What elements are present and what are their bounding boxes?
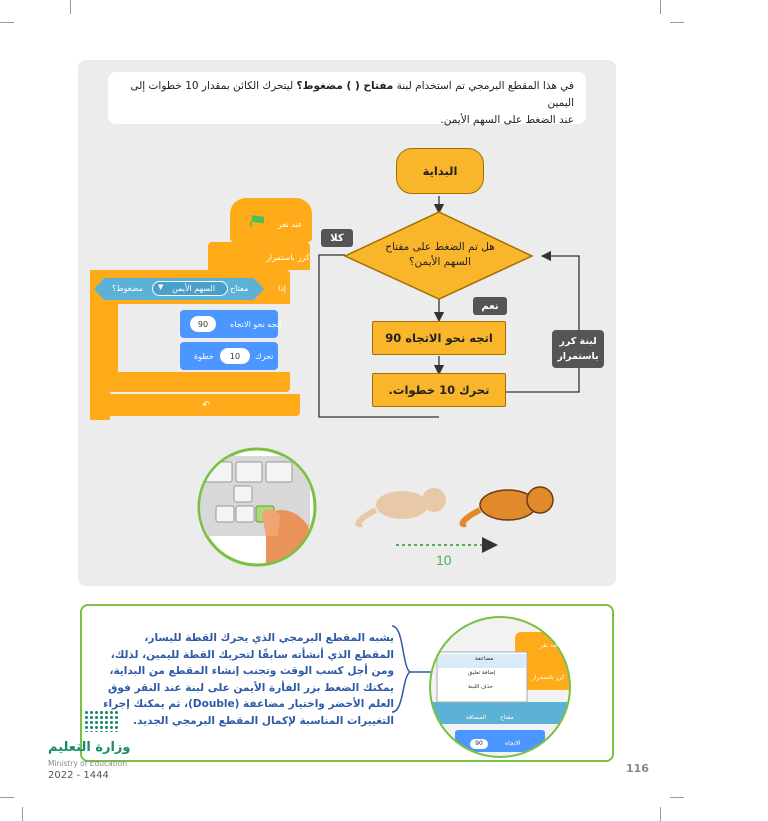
loop-label-text: باستمرار [557,351,599,362]
decision-line: هل تم الضغط على مفتاح [385,241,495,253]
start-terminal: البداية [396,148,484,194]
direction-input[interactable]: 90 [190,316,216,332]
direction-value: 90 [197,319,209,329]
decision-diamond [343,211,534,300]
decision-text: هل تم الضغط على مفتاح السهم الأيمن؟ [365,240,515,270]
when-flag-clicked-block[interactable] [230,198,312,242]
start-label: البداية [422,164,458,178]
crop-mark [670,797,684,798]
no-label: كلا [321,229,353,247]
yes-label-text: نعم [481,300,499,312]
yes-label: نعم [473,297,507,315]
edition-year: 2022 - 1444 [48,770,109,781]
crop-mark [0,797,14,798]
intro-keyword: مفتاح ( ) مضغوط؟ [296,80,394,92]
ministry-name-ar: وزارة التعليم [48,740,131,755]
menu-item-add-comment[interactable]: إضافة تعليق [468,670,496,676]
bg-hat-label: عند نقر [540,642,559,649]
menu-item-duplicate[interactable]: مضاعفة [475,656,494,662]
step-move: تحرك 10 خطوات. [372,373,506,407]
menu-item-delete-block[interactable]: حذف اللبنة [468,684,494,690]
move-label: تحرك [255,352,274,361]
ministry-name-en: Ministry of Education [48,759,128,768]
tip-box [80,604,614,762]
tip-bracket [391,625,432,713]
bg-forever-label: كرر باستمرار [532,674,565,681]
crop-mark [70,0,71,14]
intro-line-2: عند الضغط على السهم الأيمن. [440,114,574,126]
no-label-text: كلا [330,232,344,244]
steps-label: خطوة [194,352,214,361]
crop-mark [22,807,23,821]
forever-bottom [90,394,300,416]
intro-text: ليتحرك الكائن بمقدار 10 خطوات إلى اليمين [130,80,574,109]
cats-illustration: 10 [355,486,554,568]
bg-key-label: مفتاح [500,714,514,721]
intro-textbox: في هذا المقطع البرمجي تم استخدام لبنة مف… [108,72,586,126]
crop-mark [660,0,661,14]
forever-block[interactable] [208,242,310,270]
context-menu-screenshot [429,616,571,758]
loop-label-text: لبنة كرر [559,336,597,347]
intro-line-1: في هذا المقطع البرمجي تم استخدام لبنة مف… [120,78,574,112]
page-number: 116 [626,762,649,775]
if-label: إذا [278,284,287,293]
decision-line: السهم الأيمن؟ [408,256,472,268]
bg-key-value: المسافة [466,714,487,721]
cat-icon [459,486,554,528]
ministry-logo-icon [84,710,118,732]
if-bottom [90,372,290,392]
chevron-down-icon: ▼ [158,283,164,291]
crop-mark [0,22,14,23]
crop-mark [670,22,684,23]
tip-text: يشبه المقطع البرمجي الذي يحرك القطة لليس… [103,632,394,727]
forever-label: كرر باستمرار [266,253,310,262]
key-dropdown[interactable] [152,281,228,296]
steps-input[interactable]: 10 [220,348,250,364]
pressed-label: مضغوط؟ [112,284,143,293]
key-value: السهم الأيمن [172,284,216,293]
loop-label: لبنة كرر باستمرار [552,330,604,368]
if-arm [104,304,118,378]
crop-mark [660,807,661,821]
point-direction-label: اتجه نحو الاتجاه [230,320,282,329]
keyboard-hand-illustration [197,447,317,567]
hat-label: عند نقر [278,220,303,229]
intro-text: في هذا المقطع البرمجي تم استخدام لبنة [393,80,574,92]
bg-dir-label: الاتجاه [505,740,521,747]
step-point-direction: اتجه نحو الاتجاه 90 [372,321,506,355]
steps-value: 10 [229,351,241,361]
bg-dir-value: 90 [470,739,488,749]
distance-label: 10 [436,552,452,568]
step-label: اتجه نحو الاتجاه 90 [385,331,493,345]
step-label: تحرك 10 خطوات. [388,383,490,397]
key-label: مفتاح [230,284,249,293]
scratch-script: عند نقر كرر باستمرار إذا مفتاح السهم الأ… [90,198,312,420]
loop-arrow-icon: ↶ [202,400,211,411]
faded-cat-icon [355,488,446,528]
